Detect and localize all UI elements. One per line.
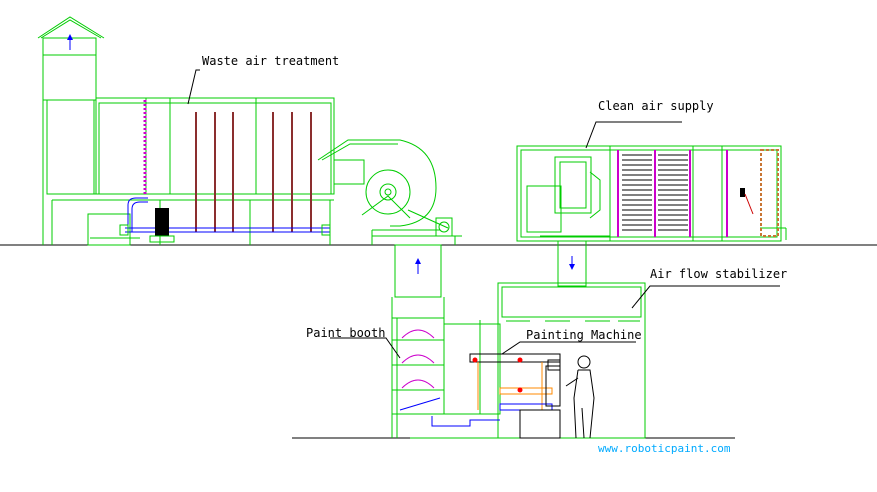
label-painting-machine: Painting Machine (526, 328, 642, 342)
pump (155, 208, 169, 236)
pump-base (149, 235, 175, 243)
callout-leaders (187, 69, 780, 359)
exhaust-duct (391, 244, 445, 318)
booth-water-pipe (399, 397, 500, 427)
exhaust-blower (317, 139, 462, 245)
supply-duct (557, 240, 587, 287)
operator-figure (565, 355, 595, 439)
heat-exchanger-fins (622, 154, 688, 231)
tower-arrow-head (67, 34, 73, 40)
clean-air-unit (516, 145, 787, 242)
painting-machine (469, 353, 561, 439)
exhaust-tower (37, 16, 105, 245)
label-air-flow-stabilizer: Air flow stabilizer (650, 267, 787, 281)
exhaust-arrow-head (415, 258, 421, 264)
clean-air-filter-lines (617, 150, 728, 237)
control-box (740, 188, 745, 197)
scrubber-rods (195, 112, 312, 232)
booth-baffles (401, 329, 435, 389)
booth-enclosure (497, 282, 646, 439)
paint-booth (391, 317, 501, 439)
heater-coil (760, 149, 779, 237)
supply-arrow-head (569, 264, 575, 270)
label-waste-air-treatment: Waste air treatment (202, 54, 339, 68)
label-paint-booth: Paint booth (306, 326, 385, 340)
label-clean-air-supply: Clean air supply (598, 99, 714, 113)
website-url: www.roboticpaint.com (598, 442, 731, 455)
